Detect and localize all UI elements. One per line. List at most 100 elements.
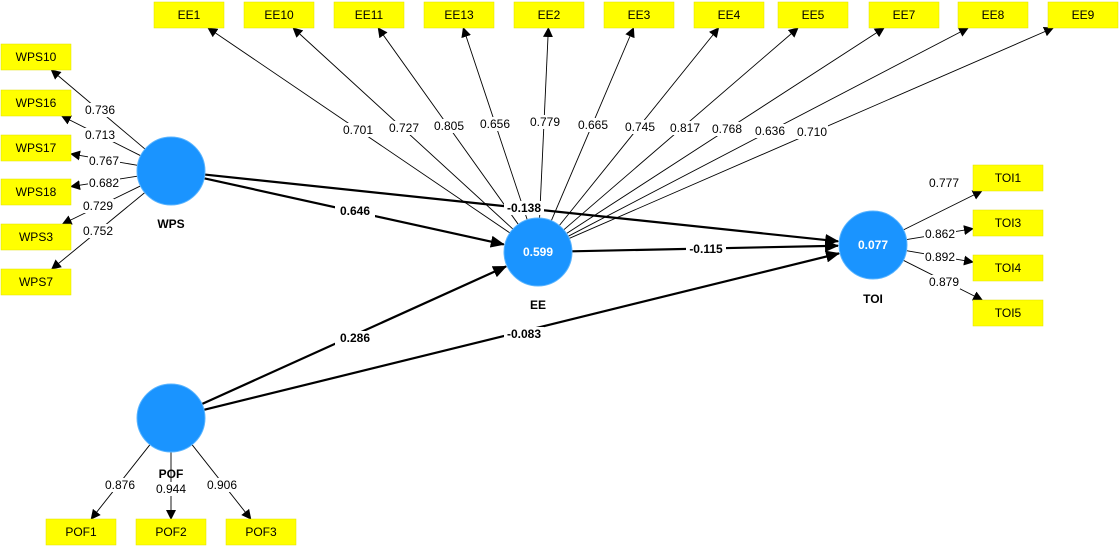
loading-text: 0.736 (85, 103, 115, 117)
indicator-wps16[interactable]: WPS16 (0, 89, 72, 117)
label-background (335, 331, 375, 345)
indicator-label: WPS10 (16, 50, 57, 64)
label-background (624, 120, 656, 134)
indicator-box (972, 164, 1044, 192)
indicator-label: POF2 (155, 525, 187, 539)
indicator-ee13[interactable]: EE13 (423, 1, 495, 29)
indicator-pof1[interactable]: POF1 (45, 518, 117, 546)
path-coef-ee-toi: -0.115 (686, 242, 726, 256)
loading-value-ee4: 0.745 (624, 120, 656, 134)
indicator-label: EE11 (355, 8, 384, 22)
indicator-ee7[interactable]: EE7 (868, 1, 940, 29)
indicator-box (0, 178, 72, 206)
loading-value-ee10: 0.727 (388, 121, 420, 135)
indicator-label: EE3 (628, 8, 651, 22)
loading-text: 0.713 (85, 128, 115, 142)
indicator-ee3[interactable]: EE3 (603, 1, 675, 29)
indicator-toi1[interactable]: TOI1 (972, 164, 1044, 192)
loading-value-toi5: 0.879 (928, 275, 960, 289)
construct-pof[interactable]: POF (136, 383, 206, 481)
indicator-label: WPS16 (16, 96, 57, 110)
construct-name: WPS (157, 217, 184, 231)
label-background (529, 115, 561, 129)
label-background (335, 204, 375, 218)
loading-value-wps17: 0.767 (88, 154, 120, 168)
indicator-box (0, 89, 72, 117)
indicator-box (603, 1, 675, 29)
loading-value-ee1: 0.701 (342, 123, 374, 137)
path-coef-text: -0.083 (507, 327, 541, 341)
indicator-label: WPS3 (19, 230, 53, 244)
indicator-toi3[interactable]: TOI3 (972, 209, 1044, 237)
path-coef-text: 0.286 (340, 331, 370, 345)
loading-value-pof3: 0.906 (206, 478, 238, 492)
indicator-toi4[interactable]: TOI4 (972, 254, 1044, 282)
loading-value-ee3: 0.665 (577, 118, 609, 132)
loading-value-wps18: 0.682 (88, 176, 120, 190)
label-background (342, 123, 374, 137)
path-coef-pof-toi: -0.083 (504, 327, 544, 341)
indicator-box (972, 254, 1044, 282)
path-coef-pof-ee: 0.286 (335, 331, 375, 345)
label-background (433, 119, 465, 133)
construct-wps[interactable]: WPS (136, 136, 206, 231)
path-coef-text: -0.138 (507, 201, 541, 215)
indicator-box (513, 1, 585, 29)
indicator-ee9[interactable]: EE9 (1047, 1, 1119, 29)
indicator-label: WPS7 (19, 275, 53, 289)
loading-text: 0.892 (925, 250, 955, 264)
indicator-box (1047, 1, 1119, 29)
indicator-wps10[interactable]: WPS10 (0, 43, 72, 71)
indicator-wps17[interactable]: WPS17 (0, 134, 72, 162)
indicator-wps3[interactable]: WPS3 (0, 223, 72, 251)
indicator-box (868, 1, 940, 29)
loading-value-ee11: 0.805 (433, 119, 465, 133)
label-background (479, 117, 511, 131)
indicator-pof3[interactable]: POF3 (225, 518, 297, 546)
label-background (577, 118, 609, 132)
loading-text: 0.701 (343, 123, 373, 137)
loading-text: 0.727 (389, 121, 419, 135)
label-background (388, 121, 420, 135)
indicator-label: EE7 (893, 8, 916, 22)
loading-text: 0.768 (712, 122, 742, 136)
loading-value-toi4: 0.892 (924, 250, 956, 264)
indicator-ee1[interactable]: EE1 (153, 1, 225, 29)
loading-text: 0.944 (156, 482, 186, 496)
indicator-wps7[interactable]: WPS7 (0, 268, 72, 296)
indicator-wps18[interactable]: WPS18 (0, 178, 72, 206)
indicator-toi5[interactable]: TOI5 (972, 299, 1044, 327)
indicator-ee11[interactable]: EE11 (333, 1, 405, 29)
label-background (104, 478, 136, 492)
indicator-ee5[interactable]: EE5 (777, 1, 849, 29)
loading-value-pof1: 0.876 (104, 478, 136, 492)
label-background (504, 201, 544, 215)
loading-text: 0.805 (434, 119, 464, 133)
path-coef-text: 0.646 (340, 204, 370, 218)
path-coef-wps-ee: 0.646 (335, 204, 375, 218)
indicator-label: EE4 (718, 8, 741, 22)
loading-value-wps7: 0.752 (82, 224, 114, 238)
loading-value-ee9: 0.710 (796, 125, 828, 139)
label-background (924, 227, 956, 241)
indicator-ee10[interactable]: EE10 (243, 1, 315, 29)
loading-value-ee5: 0.817 (669, 121, 701, 135)
loading-value-ee2: 0.779 (529, 115, 561, 129)
indicator-label: TOI1 (995, 171, 1022, 185)
indicator-label: EE8 (982, 8, 1005, 22)
loading-text: 0.752 (83, 224, 113, 238)
indicator-ee8[interactable]: EE8 (957, 1, 1029, 29)
indicator-box (243, 1, 315, 29)
loading-text: 0.665 (578, 118, 608, 132)
indicator-ee2[interactable]: EE2 (513, 1, 585, 29)
r-squared-value: 0.077 (858, 238, 888, 252)
construct-name: EE (530, 298, 546, 312)
indicator-label: POF3 (245, 525, 277, 539)
indicator-ee4[interactable]: EE4 (693, 1, 765, 29)
label-background (924, 250, 956, 264)
indicator-box (225, 518, 297, 546)
indicator-label: WPS18 (16, 185, 57, 199)
indicator-pof2[interactable]: POF2 (135, 518, 207, 546)
